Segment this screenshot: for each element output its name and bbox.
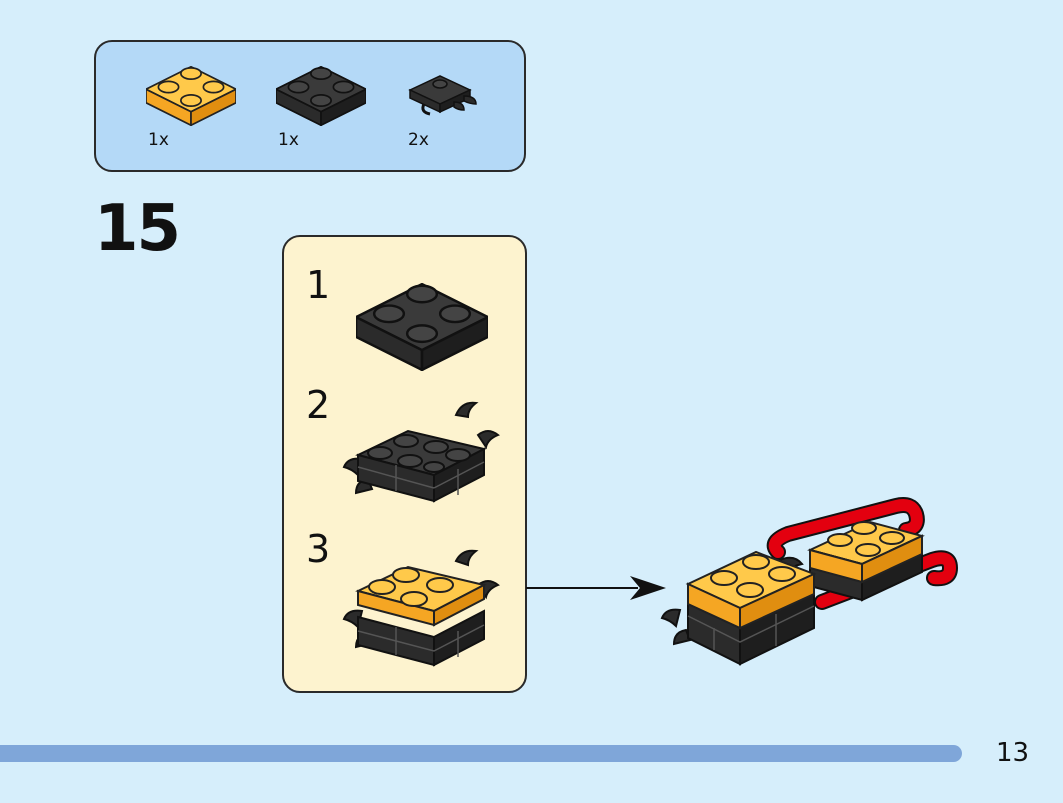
arrow-right-icon [526,576,666,600]
substep-number: 2 [306,383,331,427]
parts-list-panel: 1x 1x 2x [94,40,526,172]
page-number: 13 [996,738,1030,768]
part-quantity: 1x [148,130,169,150]
part-quantity: 1x [278,130,299,150]
substep-1-black-plate-illustration [356,283,488,371]
progress-bar [0,745,962,762]
plate-2x2-orange-icon [146,66,236,126]
substep-2-clip-assembly-illustration [342,401,500,503]
substep-panel: 1 2 3 [282,235,527,693]
step-number: 15 [94,192,181,266]
part-plate-2x2-orange: 1x [146,66,236,156]
part-plate-2x2-black: 1x [276,66,366,156]
part-quantity: 2x [408,130,429,150]
substep-3-orange-top-assembly-illustration [342,549,500,667]
part-plate-clip-black: 2x [404,68,494,158]
plate-clip-black-icon [408,75,477,116]
assembled-model-illustration [660,497,959,666]
substep-number: 1 [306,263,331,307]
substep-number: 3 [306,527,331,571]
plate-2x2-black-icon [276,66,366,126]
